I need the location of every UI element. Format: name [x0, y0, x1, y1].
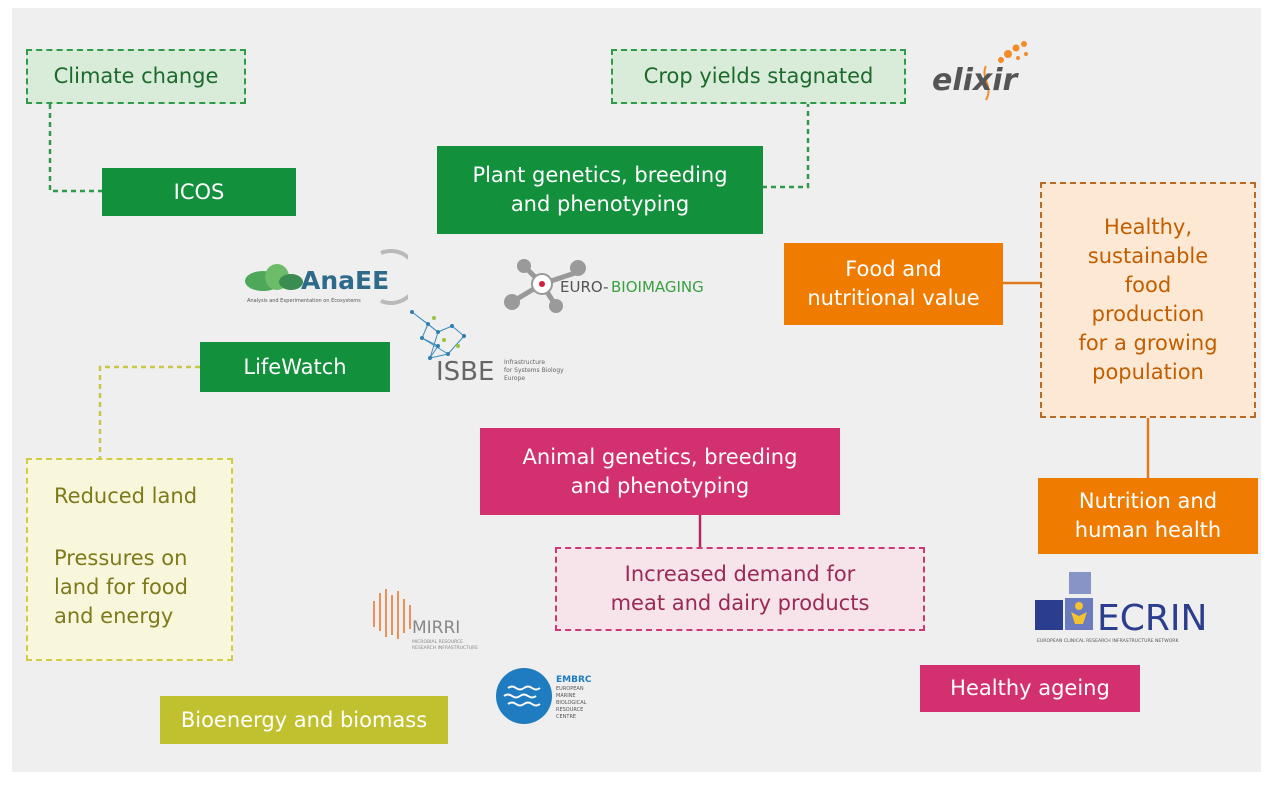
connector-crop-plant [763, 102, 810, 189]
mirri-subtext-1: MICROBIAL RESOURCE [412, 639, 463, 645]
embrc-subtext-1: EUROPEAN [556, 686, 584, 692]
anaee-logo-subtext: Analysis and Experimentation on Ecosyste… [247, 298, 361, 304]
connector-climate-icos [48, 104, 102, 193]
plant-genetics-box: Plant genetics, breeding and phenotyping [437, 146, 763, 234]
mirri-mark-icon: MIRRI MICROBIAL RESOURCE RESEARCH INFRAS… [373, 589, 478, 651]
crop-yields-box: Crop yields stagnated [611, 49, 906, 104]
elixir-mark-icon: elixir [932, 41, 1028, 101]
embrc-subtext-3: BIOLOGICAL [556, 700, 587, 706]
healthy-sustainable-food-box: Healthy, sustainable food production for… [1040, 182, 1256, 418]
connector-lifewatch-land [98, 365, 200, 458]
euro-bioimaging-mark-icon: EURO- BIOIMAGING [504, 259, 704, 313]
anaee-logo-text: AnaEE [301, 266, 389, 295]
ecrin-logo: ECRIN EUROPEAN CLINICAL RESEARCH INFRAST… [1035, 572, 1220, 647]
healthy-ageing-box: Healthy ageing [920, 665, 1140, 712]
mirri-logo: MIRRI MICROBIAL RESOURCE RESEARCH INFRAS… [368, 585, 488, 653]
isbe-logo-text: ISBE [436, 357, 494, 387]
euro-bioimaging-text-a: EURO- [560, 278, 609, 296]
anaee-logo: AnaEE Analysis and Experimentation on Ec… [243, 247, 419, 307]
embrc-logo-text: EMBRC [556, 675, 592, 685]
embrc-logo: EMBRC EUROPEAN MARINE BIOLOGICAL RESOURC… [494, 668, 614, 728]
ecrin-mark-icon: ECRIN EUROPEAN CLINICAL RESEARCH INFRAST… [1035, 572, 1207, 644]
mirri-logo-text: MIRRI [412, 618, 460, 638]
embrc-subtext-2: MARINE [556, 693, 576, 699]
ecrin-subtext: EUROPEAN CLINICAL RESEARCH INFRASTRUCTUR… [1037, 638, 1179, 644]
anaee-mark-icon: AnaEE Analysis and Experimentation on Ec… [245, 249, 419, 305]
reduced-land-box: Reduced land Pressures on land for food … [26, 458, 233, 661]
isbe-logo: ISBE Infrastructure for Systems Biology … [408, 306, 588, 388]
embrc-mark-icon: EMBRC EUROPEAN MARINE BIOLOGICAL RESOURC… [496, 668, 592, 724]
isbe-subtext-3: Europe [504, 375, 525, 382]
euro-bioimaging-text-b: BIOIMAGING [611, 278, 704, 296]
reduced-land-label: Reduced land [54, 484, 198, 508]
animal-genetics-box: Animal genetics, breeding and phenotypin… [480, 428, 840, 515]
pressures-on-land-label: Pressures on land for food and energy [54, 546, 188, 628]
elixir-logo: elixir [928, 38, 1038, 108]
mirri-subtext-2: RESEARCH INFRASTRUCTURE [412, 645, 478, 651]
increased-demand-box: Increased demand for meat and dairy prod… [555, 547, 925, 631]
nutrition-human-health-box: Nutrition and human health [1038, 478, 1258, 554]
isbe-subtext-1: Infrastructure [504, 359, 545, 366]
euro-bioimaging-logo: EURO- BIOIMAGING [500, 254, 765, 314]
isbe-mark-icon: ISBE Infrastructure for Systems Biology … [410, 310, 564, 387]
isbe-subtext-2: for Systems Biology [504, 367, 564, 374]
bioenergy-biomass-box: Bioenergy and biomass [160, 696, 448, 744]
elixir-logo-text: elixir [932, 63, 1020, 98]
food-nutritional-value-box: Food and nutritional value [784, 243, 1003, 325]
ecrin-logo-text: ECRIN [1097, 598, 1207, 639]
climate-change-box: Climate change [26, 49, 246, 104]
lifewatch-box: LifeWatch [200, 342, 390, 392]
embrc-subtext-4: RESOURCE [556, 707, 583, 713]
embrc-subtext-5: CENTRE [556, 714, 576, 720]
icos-box: ICOS [102, 168, 296, 216]
